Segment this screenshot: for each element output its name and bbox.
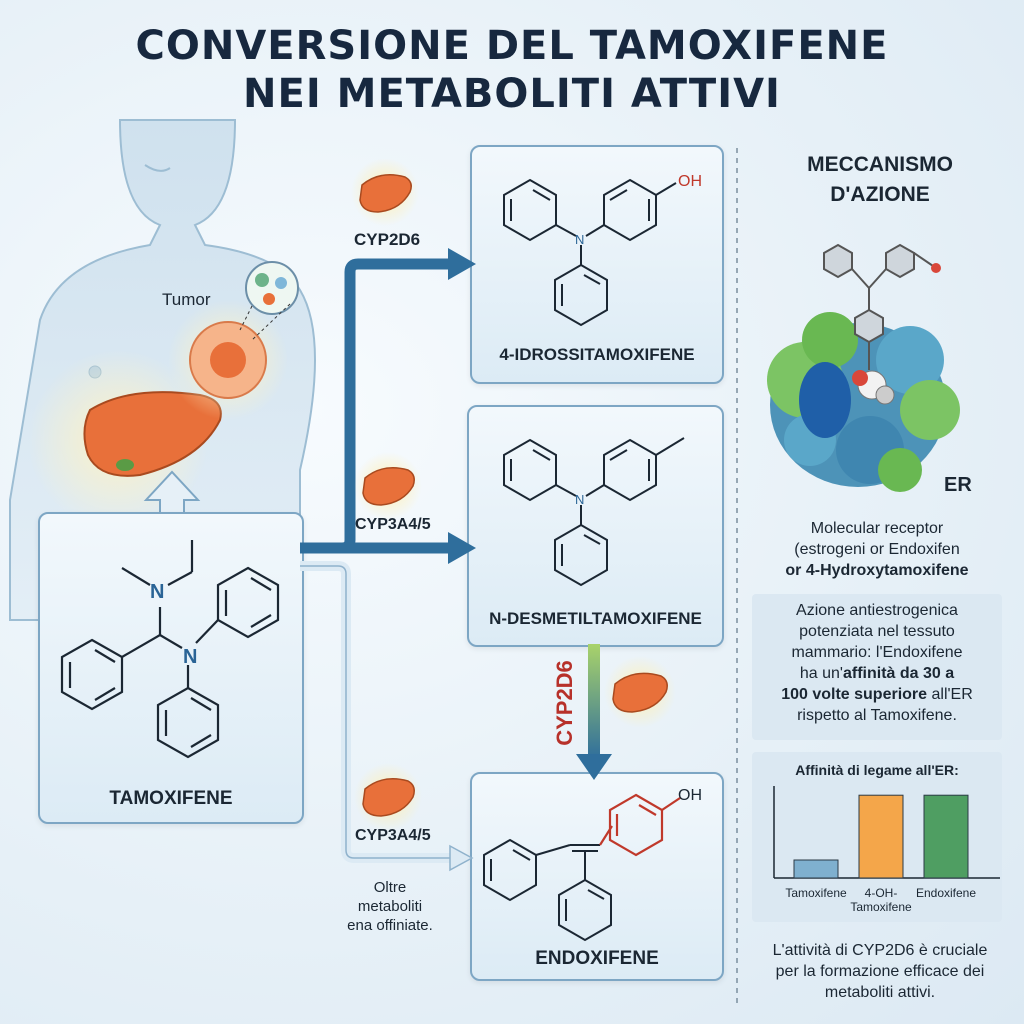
product-2-molecule — [503, 437, 685, 587]
product-2-label: N-DESMETILTAMOXIFENE — [489, 609, 702, 628]
chart-title: Affinità di legame all'ER: — [795, 762, 959, 778]
chart-tick-label-1: Tamoxifene — [776, 886, 856, 900]
action-text-line-3: mammario: l'Endoxifene — [791, 644, 963, 661]
other-note-line-3: ena offiniate. — [347, 917, 433, 934]
footer-line-2: per la formazione efficace dei — [775, 963, 985, 980]
action-text-line-4: ha un'affinità da 30 a — [752, 663, 1002, 684]
action-text-line-6: rispetto al Tamoxifene. — [797, 707, 957, 724]
footer-line-3: metaboliti attivi. — [824, 984, 936, 1001]
action-text-line-5a: 100 volte superiore — [781, 686, 928, 703]
er-label: ER — [944, 474, 972, 496]
liver-icon-1 — [351, 158, 419, 226]
product-3-molecule — [483, 838, 612, 942]
action-text-line-5: 100 volte superiore all'ER — [752, 684, 1002, 705]
product-3-label: ENDOXIFENE — [535, 948, 659, 969]
receptor-text-line-1: Molecular receptor — [810, 520, 944, 537]
enzyme-label-2: CYP3A4/5 — [355, 516, 431, 533]
mechanism-title: MECCANISMO D'AZIONE — [760, 150, 1000, 210]
action-panel — [752, 594, 1002, 740]
action-text-line-1: Azione antiestrogenica — [796, 602, 958, 619]
arrow-product-2-to-3 — [588, 644, 600, 759]
footer-line-1: L'attività di CYP2D6 è cruciale — [772, 942, 988, 959]
mechanism-title-line-1: MECCANISMO — [807, 153, 953, 176]
title-line-1: CONVERSIONE DEL TAMOXIFENE — [135, 23, 889, 69]
page-title: CONVERSIONE DEL TAMOXIFENE NEI METABOLIT… — [0, 22, 1024, 118]
liver-icon-4 — [354, 763, 422, 831]
tumor-label: Tumor — [162, 290, 211, 309]
action-text-line-5b: all'ER — [927, 686, 973, 703]
other-note-line-2: metaboliti — [357, 898, 423, 915]
product-2-n-atom: N — [575, 492, 584, 507]
action-text-line-4a: ha un' — [799, 665, 843, 682]
action-text-line-2: potenziata nel tessuto — [799, 623, 955, 640]
product-3-oh: OH — [678, 787, 702, 804]
tamoxifene-n-atom-1: N — [150, 581, 164, 603]
action-text: Azione antiestrogenica potenziata nel te… — [752, 600, 1002, 726]
product-1-box: 4-IDROSSITAMOXIFENE — [470, 145, 724, 384]
action-text-line-4b: affinità da 30 a — [842, 665, 955, 682]
tamoxifene-molecule — [60, 540, 280, 759]
liver-icon — [83, 391, 222, 477]
tamoxifene-label: TAMOXIFENE — [109, 788, 233, 809]
liver-icon-3 — [604, 656, 676, 728]
title-line-2: NEI METABOLITI ATTIVI — [243, 71, 781, 117]
product-3-phenol-ring — [599, 793, 681, 857]
product-2-box: N-DESMETILTAMOXIFENE — [467, 405, 724, 647]
chart-bar-3 — [923, 794, 969, 879]
product-1-molecule — [503, 178, 677, 327]
chart-bar-2 — [858, 794, 904, 879]
receptor-text: Molecular receptor (estrogeni or Endoxif… — [752, 518, 1002, 581]
footer-note: L'attività di CYP2D6 è cruciale per la f… — [740, 940, 1020, 1003]
product-1-label: 4-IDROSSITAMOXIFENE — [499, 345, 695, 364]
tamoxifene-box: TAMOXIFENE — [38, 512, 304, 824]
other-metabolites-note: Oltre metaboliti ena offiniate. — [322, 878, 458, 935]
tamoxifene-n-atom-2: N — [183, 646, 197, 668]
chart-tick-label-3: Endoxifene — [906, 886, 986, 900]
mechanism-title-line-2: D'AZIONE — [830, 183, 930, 206]
enzyme-label-4: CYP3A4/5 — [355, 827, 431, 844]
receptor-protein-icon — [767, 312, 960, 492]
enzyme-label-1: CYP2D6 — [354, 230, 421, 249]
receptor-text-line-2: (estrogeni or Endoxifen — [794, 541, 960, 558]
liver-icon-2 — [354, 452, 422, 520]
chart-tick-label-2-line-2: Tamoxifene — [850, 900, 912, 914]
product-1-n-atom: N — [575, 232, 584, 247]
product-3-box: ENDOXIFENE — [470, 772, 724, 981]
chart-tick-label-3-line-1: Endoxifene — [915, 886, 977, 900]
chart-bar-1 — [793, 859, 839, 879]
chart-tick-label-2: 4-OH-Tamoxifene — [841, 886, 921, 914]
receptor-text-line-3: or 4-Hydroxytamoxifene — [785, 562, 969, 579]
product-1-oh: OH — [678, 173, 702, 190]
other-note-line-1: Oltre — [373, 879, 407, 896]
chart-tick-label-2-line-1: 4-OH- — [864, 886, 898, 900]
chart-tick-label-1-line-1: Tamoxifene — [785, 886, 847, 900]
ligand-molecule-icon — [823, 243, 937, 370]
